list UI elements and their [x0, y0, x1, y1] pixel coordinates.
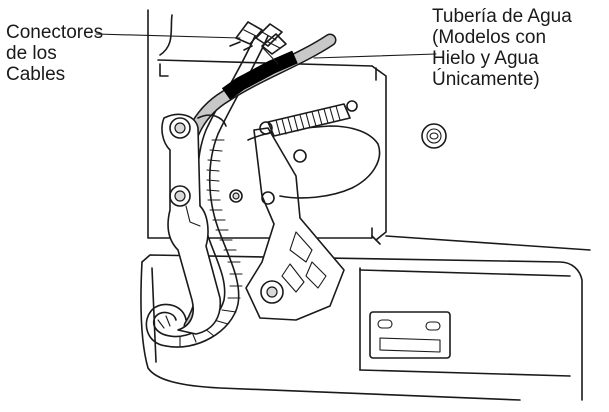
- cabinet-panel: [147, 9, 591, 251]
- wire-connectors-label-line-3: Cables: [6, 64, 66, 85]
- wire-connectors-label-line-1: Conectores: [6, 22, 104, 43]
- leader-water-line: [313, 53, 437, 59]
- wire-connectors-label-line-2: de los: [6, 43, 57, 64]
- mounting-bolt-icon: [421, 123, 447, 149]
- water-line-label-line-1: Tubería de Agua: [432, 6, 572, 27]
- callout-leaders: [95, 33, 437, 59]
- hinge-bracket: [161, 113, 227, 335]
- hinge-spring: [259, 100, 358, 137]
- wire-connectors: [229, 21, 287, 55]
- water-line-label-line-4: Únicamente): [432, 69, 540, 90]
- water-line-label-line-3: Hielo y Agua: [432, 48, 539, 69]
- hinge-arm: [229, 125, 381, 321]
- water-line-label: Tubería de Agua (Modelos con Hielo y Agu…: [432, 6, 572, 90]
- water-line-label-line-2: (Modelos con: [432, 27, 547, 48]
- door: [140, 254, 583, 401]
- wire-connectors-label: Conectores de los Cables: [6, 22, 103, 85]
- leader-wire-connectors: [95, 33, 241, 39]
